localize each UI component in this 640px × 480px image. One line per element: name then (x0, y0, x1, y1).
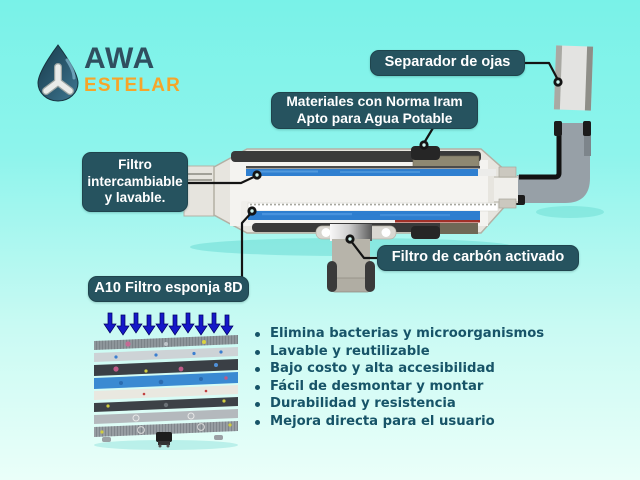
benefits-list: Elimina bacterias y microorganismos Lava… (253, 327, 593, 432)
bullet-icon (255, 349, 260, 355)
callout-materiales: Materiales con Norma Iram Apto para Agua… (271, 92, 478, 129)
callout-esponja: A10 Filtro esponja 8D (88, 276, 249, 302)
benefit-text: Fácil de desmontar y montar (270, 378, 484, 394)
layer-mesh-top (94, 335, 238, 350)
benefit-text: Lavable y reutilizable (270, 343, 430, 359)
filter-body (183, 146, 518, 239)
callout-separador-label: Separador de ojas (384, 54, 511, 71)
callout-filtro-line1: Filtro (118, 157, 152, 173)
logo-title: AWA (84, 42, 156, 75)
layer-white-membrane (94, 385, 238, 400)
callout-materiales-line2: Apto para Agua Potable (296, 110, 453, 126)
callout-carbon-label: Filtro de carbón activado (391, 249, 565, 266)
callout-filtro-intercambiable: Filtro intercambiable y lavable. (82, 152, 188, 212)
down-arrows-icon (103, 312, 234, 336)
callout-connectors (185, 61, 563, 278)
list-item: Elimina bacterias y microorganismos (253, 327, 593, 341)
water-drop-icon (37, 44, 79, 102)
logo: AWA ESTELAR (36, 44, 181, 102)
list-item: Lavable y reutilizable (253, 343, 593, 359)
bullet-icon (255, 402, 260, 407)
list-item: Mejora directa para el usuario (253, 413, 593, 429)
callout-dot-icon (247, 77, 563, 244)
bullet-icon (255, 367, 260, 372)
elbow-pipe (515, 121, 591, 205)
outlet-valve (156, 432, 172, 448)
layer-carbon-top (94, 359, 238, 376)
callout-carbon: Filtro de carbón activado (377, 245, 579, 271)
callout-filtro-line3: y lavable. (104, 190, 166, 206)
layer-mesh-bottom (94, 421, 238, 437)
layers-diagram (94, 312, 238, 450)
list-item: Fácil de desmontar y montar (253, 378, 593, 394)
benefit-text: Mejora directa para el usuario (270, 413, 495, 429)
callout-filtro-line2: intercambiable (87, 173, 183, 189)
list-item: Bajo costo y alta accesibilidad (253, 362, 593, 376)
layer-blue-sponge (94, 372, 238, 389)
logo-text: AWA ESTELAR (84, 44, 181, 96)
layer-carbon-bottom (94, 397, 238, 412)
logo-subtitle: ESTELAR (84, 75, 182, 96)
callout-esponja-label: A10 Filtro esponja 8D (94, 280, 243, 297)
layer-gray-support (94, 409, 238, 424)
callout-separador: Separador de ojas (370, 50, 525, 76)
bullet-icon (255, 384, 260, 390)
callout-materiales-line1: Materiales con Norma Iram (286, 93, 463, 109)
benefit-text: Bajo costo y alta accesibilidad (270, 361, 495, 376)
benefit-text: Durabilidad y resistencia (270, 396, 456, 411)
layer-fine-white (94, 347, 238, 362)
bullet-icon (255, 419, 260, 425)
list-item: Durabilidad y resistencia (253, 397, 593, 411)
bullet-icon (255, 332, 260, 337)
layers-feet (102, 435, 223, 442)
benefit-text: Elimina bacterias y microorganismos (270, 326, 545, 341)
t-junction (315, 224, 397, 293)
